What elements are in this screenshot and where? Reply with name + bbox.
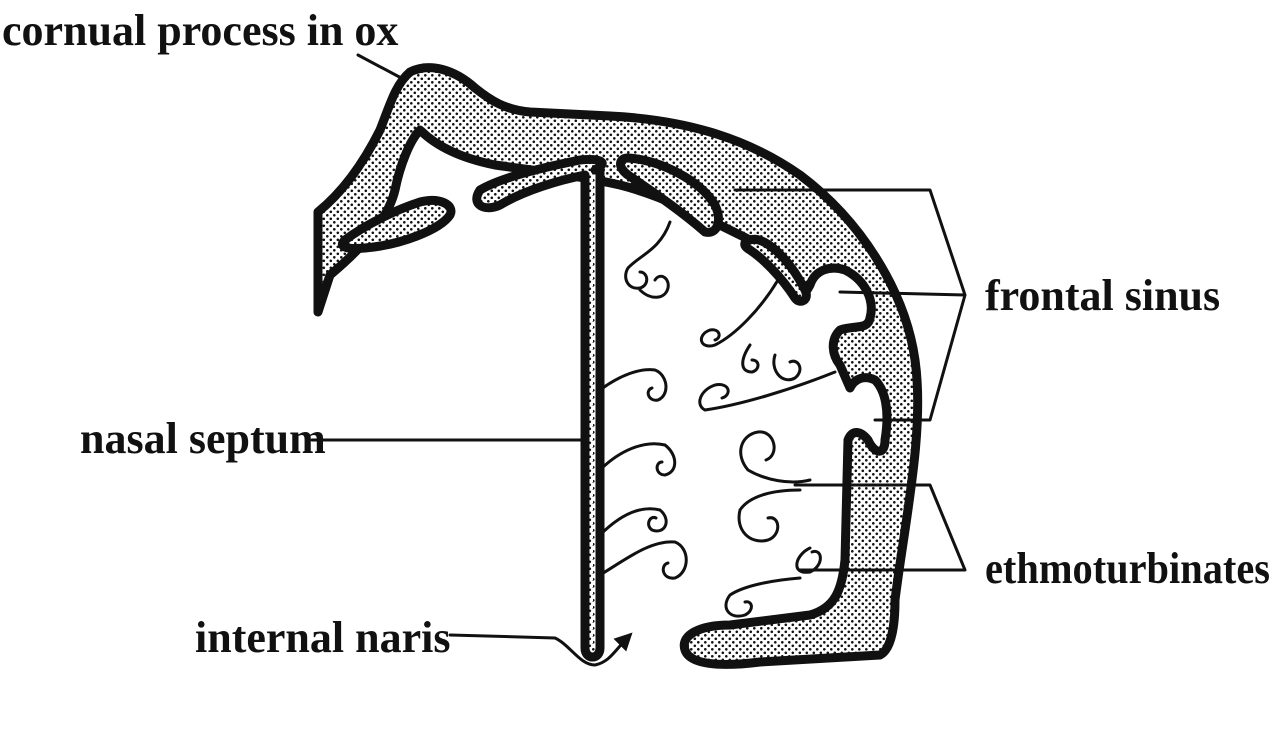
label-nasal-septum: nasal septum: [80, 414, 326, 463]
label-cornual-process: cornual process in ox: [2, 6, 398, 55]
label-frontal-sinus: frontal sinus: [985, 271, 1220, 320]
label-ethmoturbinates: ethmoturbinates: [985, 544, 1270, 593]
label-internal-naris: internal naris: [195, 613, 450, 662]
bone-t-bar: [477, 159, 602, 657]
leader-cornual-process: [358, 55, 405, 80]
skull-outer-wall: [318, 68, 918, 665]
